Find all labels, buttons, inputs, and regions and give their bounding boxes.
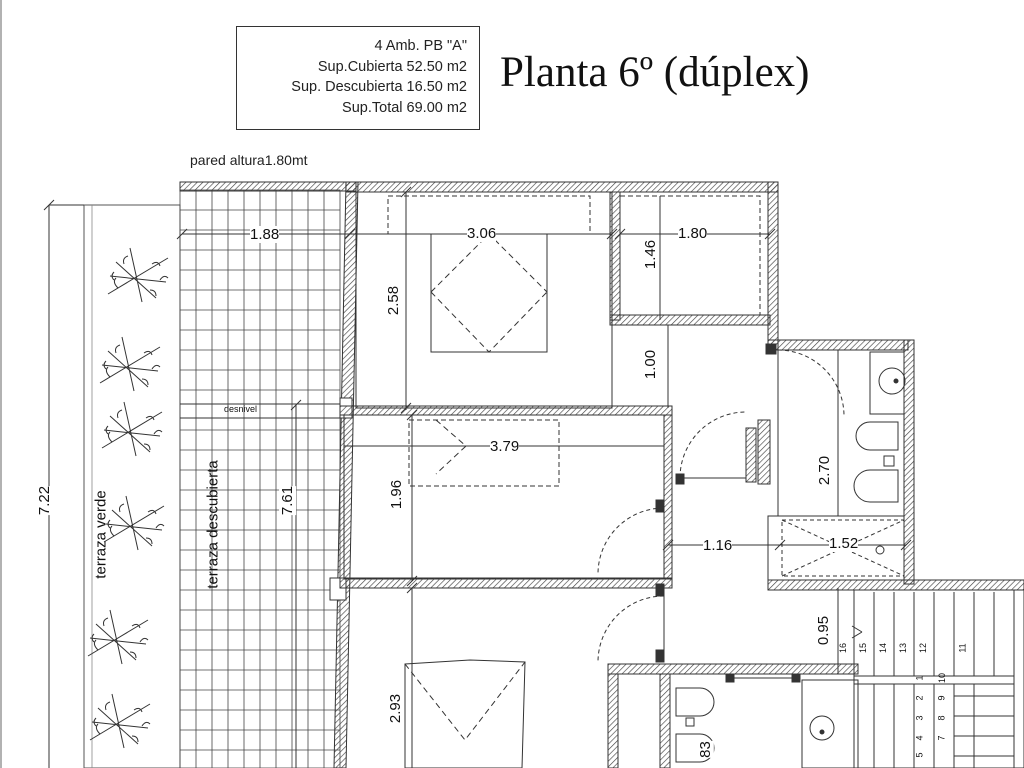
stair-step-number: 14 xyxy=(878,642,889,654)
stair-step-number: 7 xyxy=(936,735,947,741)
dimension-1-00: 1.00 xyxy=(642,349,660,380)
green-terrace xyxy=(83,204,181,768)
dimension-3-79: 3.79 xyxy=(490,438,520,455)
stair-step-number: 8 xyxy=(936,715,947,721)
stair-step-number: 15 xyxy=(858,642,869,654)
plant-icon xyxy=(89,693,151,749)
dimension-2-70: 2.70 xyxy=(816,455,834,486)
info-line-uncovered-area: Sup. Descubierta 16.50 m2 xyxy=(291,79,467,95)
interior-wall xyxy=(339,405,673,416)
stair-step-number: 4 xyxy=(914,735,925,741)
exterior-walls xyxy=(345,181,1024,591)
dimension-line-7-61 xyxy=(290,399,302,768)
dimension-2-93: 2.93 xyxy=(387,693,405,724)
dimension-1-88: 1.88 xyxy=(250,226,280,243)
dimension-0-95: 0.95 xyxy=(815,615,833,646)
stair-step-number: 2 xyxy=(914,695,925,701)
closet xyxy=(609,191,771,326)
interior-wall xyxy=(339,577,673,589)
dimension-1-52: 1.52 xyxy=(829,535,859,552)
stair-step-number: 11 xyxy=(957,643,968,653)
level-change-label: desnivel xyxy=(224,404,258,414)
info-line-covered-area: Sup.Cubierta 52.50 m2 xyxy=(317,58,467,75)
dimension-line-2-58 xyxy=(400,186,412,414)
dimension-line-7-22 xyxy=(43,199,84,768)
dimension-2-58: 2.58 xyxy=(385,285,403,316)
dimension-7-61: 7.61 xyxy=(279,485,297,516)
plant-icon xyxy=(99,336,161,392)
plant-icon xyxy=(107,247,169,303)
dimension-1-80: 1.80 xyxy=(678,225,708,242)
wall-height-note: pared altura1.80mt xyxy=(190,152,308,168)
stair-step-number: 9 xyxy=(936,695,947,701)
plant-icon xyxy=(103,495,165,551)
plant-icon xyxy=(87,609,149,665)
hall-doors xyxy=(597,343,845,663)
stairs xyxy=(851,589,1024,768)
dimension-line-1-96 xyxy=(406,409,418,587)
bathroom-2 xyxy=(607,663,859,768)
stair-step-number: 1 xyxy=(914,675,925,681)
stair-step-number: 5 xyxy=(914,752,925,758)
plan-title: Planta 6º (dúplex) xyxy=(500,49,810,96)
info-line-total-area: Sup.Total 69.00 m2 xyxy=(342,99,467,116)
dimension-3-06: 3.06 xyxy=(467,225,497,242)
stair-step-number: 3 xyxy=(914,715,925,721)
dimension-83: 83 xyxy=(696,741,714,758)
open-terrace-label: terraza descubierta xyxy=(204,460,222,589)
stair-step-number: 16 xyxy=(838,642,849,654)
stair-step-number: 12 xyxy=(918,642,929,654)
info-line-units: 4 Amb. PB "A" xyxy=(374,38,467,54)
dimension-line-2-93 xyxy=(406,582,418,768)
plant-icon xyxy=(101,401,163,457)
bathroom-1 xyxy=(757,349,906,581)
bedroom-3 xyxy=(404,659,526,768)
low-wall xyxy=(179,181,357,192)
dimension-1-46: 1.46 xyxy=(642,239,660,270)
level-change-line xyxy=(180,403,340,419)
dimension-7-22: 7.22 xyxy=(36,485,54,516)
area-info-box: 4 Amb. PB "A" Sup.Cubierta 52.50 m2 Sup.… xyxy=(236,26,480,130)
dimension-1-96: 1.96 xyxy=(388,479,406,510)
green-terrace-label: terraza verde xyxy=(92,490,110,579)
open-terrace-floor xyxy=(179,189,341,768)
stair-step-number: 13 xyxy=(898,642,909,654)
stair-step-number: 10 xyxy=(937,672,948,684)
dimension-1-16: 1.16 xyxy=(703,537,733,554)
plant-symbols xyxy=(87,247,169,749)
